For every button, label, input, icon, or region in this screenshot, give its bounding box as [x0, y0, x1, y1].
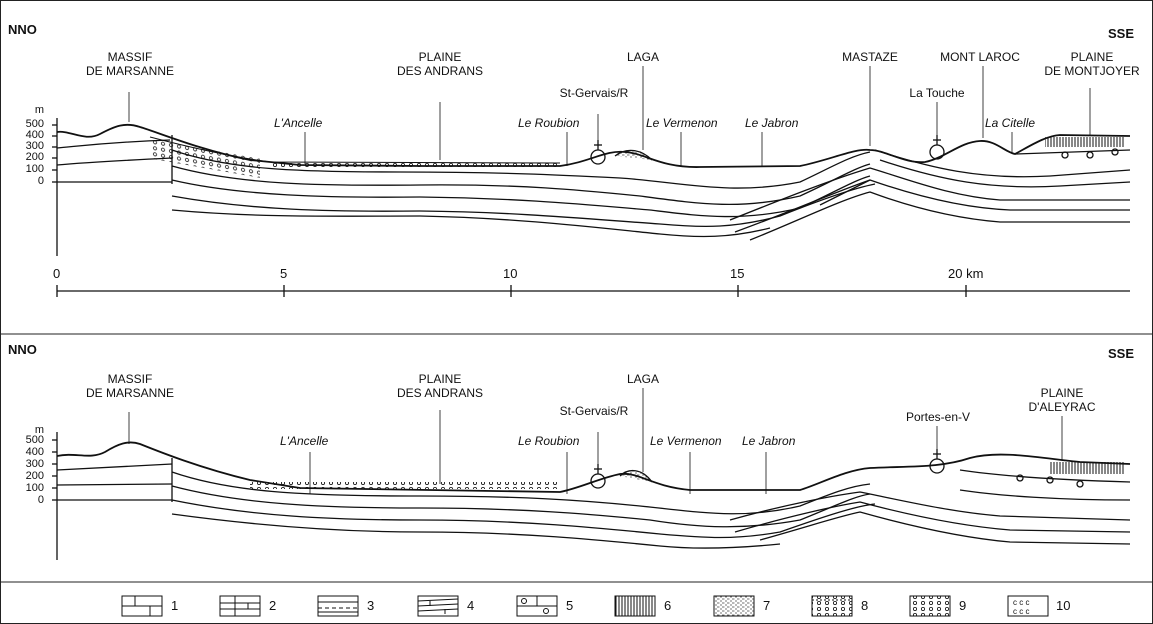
legend-swatch-2 — [220, 596, 260, 616]
scale-tick-0: 0 — [53, 266, 60, 281]
legend-label-2: 2 — [269, 598, 276, 613]
river-vermenon-1: Le Vermenon — [646, 116, 718, 130]
altitude-tick-1-0: 0 — [14, 175, 44, 187]
legend-label-4: 4 — [467, 598, 474, 613]
legend-label-6: 6 — [664, 598, 671, 613]
legend-swatch-8 — [812, 596, 852, 616]
river-roubion-1: Le Roubion — [518, 116, 579, 130]
scale-tick-20km: 20 km — [948, 266, 983, 281]
legend-label-7: 7 — [763, 598, 770, 613]
scale-tick-5: 5 — [280, 266, 287, 281]
place-laga-1: LAGA — [610, 50, 676, 64]
river-vermenon-2: Le Vermenon — [650, 434, 722, 448]
orientation-left-2: NNO — [8, 342, 37, 357]
svg-text:c c c: c c c — [1013, 598, 1029, 607]
scale-tick-10: 10 — [503, 266, 517, 281]
village-st-gervais-2: St-Gervais/R — [534, 404, 654, 418]
altitude-tick-2-400: 400 — [14, 446, 44, 458]
altitude-tick-1-200: 200 — [14, 151, 44, 163]
place-massif-marsanne-1: MASSIF DE MARSANNE — [72, 50, 188, 78]
place-massif-marsanne-2: MASSIF DE MARSANNE — [72, 372, 188, 400]
altitude-tick-1-100: 100 — [14, 163, 44, 175]
legend-label-3: 3 — [367, 598, 374, 613]
orientation-left-1: NNO — [8, 22, 37, 37]
place-plaine-right-1: PLAINE DE MONTJOYER — [1040, 50, 1144, 78]
river-ancelle-1: L'Ancelle — [274, 116, 322, 130]
orientation-right-2: SSE — [1108, 346, 1134, 361]
altitude-tick-2-300: 300 — [14, 458, 44, 470]
legend-swatch-4 — [418, 596, 458, 616]
river-citelle-1: La Citelle — [985, 116, 1035, 130]
legend-label-8: 8 — [861, 598, 868, 613]
legend-swatch-9 — [910, 596, 950, 616]
village-portes-en-v-2: Portes-en-V — [886, 410, 990, 424]
altitude-tick-2-200: 200 — [14, 470, 44, 482]
river-jabron-1: Le Jabron — [745, 116, 798, 130]
legend-label-1: 1 — [171, 598, 178, 613]
place-plaine-andrans-1: PLAINE DES ANDRANS — [380, 50, 500, 78]
village-st-gervais-1: St-Gervais/R — [534, 86, 654, 100]
place-laga-2: LAGA — [610, 372, 676, 386]
altitude-tick-2-0: 0 — [14, 494, 44, 506]
scale-tick-15: 15 — [730, 266, 744, 281]
svg-text:c c c: c c c — [1013, 607, 1029, 616]
legend-swatch-3 — [318, 596, 358, 616]
river-roubion-2: Le Roubion — [518, 434, 579, 448]
legend-swatch-7 — [714, 596, 754, 616]
altitude-tick-2-500: 500 — [14, 434, 44, 446]
legend-swatch-1 — [122, 596, 162, 616]
river-ancelle-2: L'Ancelle — [280, 434, 328, 448]
legend-swatch-6 — [615, 596, 655, 616]
legend-label-5: 5 — [566, 598, 573, 613]
legend-swatches: c c cc c c — [122, 596, 1048, 616]
river-jabron-2: Le Jabron — [742, 434, 795, 448]
legend-swatch-5 — [517, 596, 557, 616]
section-1-profile — [52, 66, 1130, 297]
place-mastaze-1: MASTAZE — [828, 50, 912, 64]
altitude-tick-2-100: 100 — [14, 482, 44, 494]
legend-label-10: 10 — [1056, 598, 1070, 613]
village-la-touche-1: La Touche — [890, 86, 984, 100]
place-plaine-andrans-2: PLAINE DES ANDRANS — [380, 372, 500, 400]
legend-swatch-10: c c cc c c — [1008, 596, 1048, 616]
legend-label-9: 9 — [959, 598, 966, 613]
orientation-right-1: SSE — [1108, 26, 1134, 41]
place-mont-laroc-1: MONT LAROC — [922, 50, 1038, 64]
place-plaine-aleyrac-2: PLAINE D'ALEYRAC — [1010, 386, 1114, 414]
altitude-unit-1: m — [14, 104, 44, 116]
